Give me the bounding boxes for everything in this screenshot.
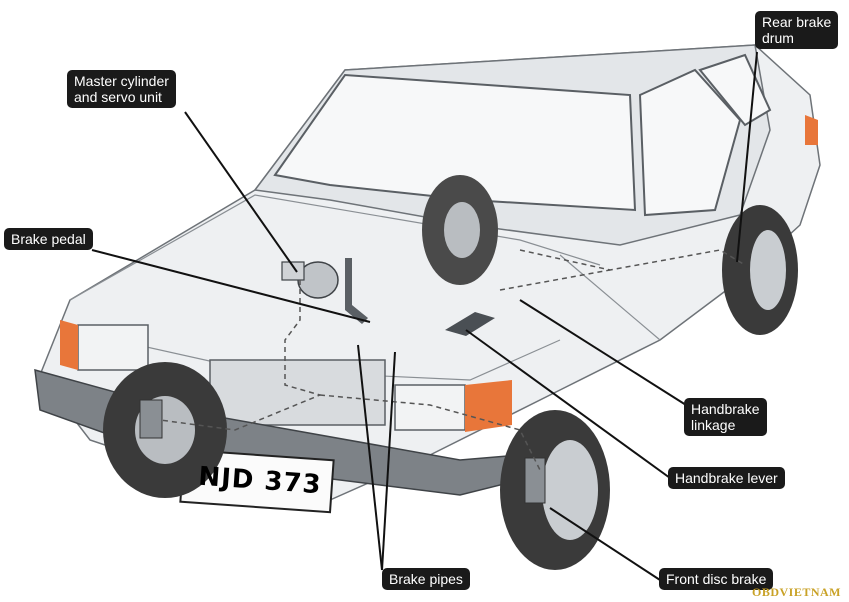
indicator-right: [465, 380, 512, 432]
caliper-left: [139, 399, 163, 439]
leader-lines: [91, 51, 758, 581]
pedal: [345, 258, 368, 324]
label-brake-pipes: Brake pipes: [382, 568, 470, 590]
label-front-disc-brake: Front disc brake: [659, 568, 774, 590]
label-handbrake-linkage: Handbrake linkage: [684, 398, 767, 436]
headlight-left: [77, 324, 149, 371]
grille: [209, 359, 386, 426]
brake-pipe-lines: [159, 249, 746, 471]
headlight-right: [394, 384, 466, 431]
wheels: [103, 175, 798, 570]
handbrake-lever-shape: [445, 312, 495, 336]
rear-light: [805, 115, 818, 145]
indicator-left: [60, 320, 78, 370]
label-handbrake-lever: Handbrake lever: [668, 467, 785, 489]
label-brake-pedal: Brake pedal: [4, 228, 93, 250]
watermark: OBDVIETNAM: [751, 585, 841, 599]
label-rear-brake-drum: Rear brake drum: [755, 11, 839, 49]
brake-components: [139, 258, 546, 504]
master-cylinder: [281, 261, 305, 281]
label-master-cylinder: Master cylinder and servo unit: [67, 70, 176, 108]
caliper-right: [524, 457, 546, 504]
